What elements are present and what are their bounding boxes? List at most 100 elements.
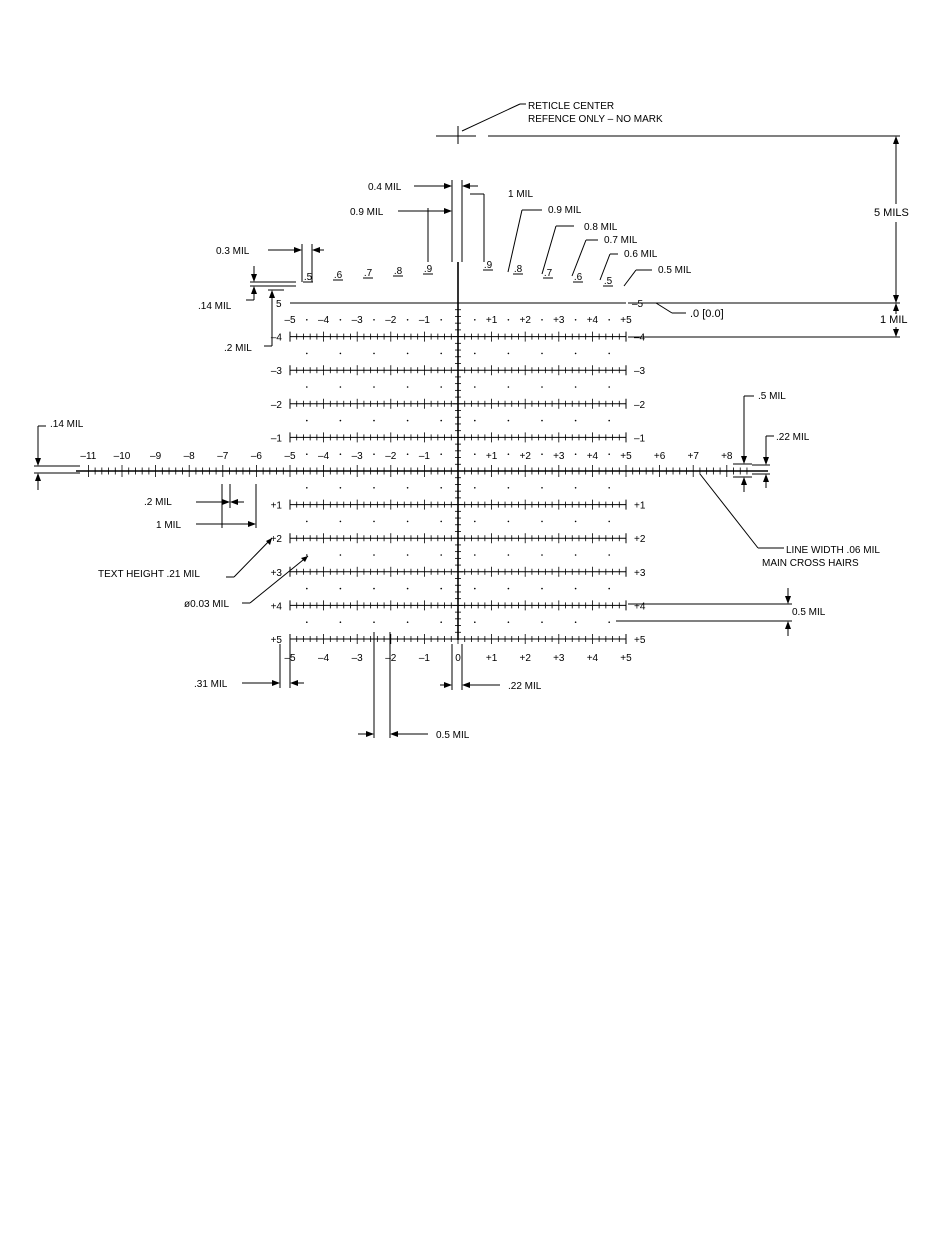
holdover-dot [608,520,610,523]
holdover-dot [507,386,510,388]
holdover-dot [339,352,342,355]
holdover-dot [474,319,476,321]
stair-left-mark: .7 [364,268,373,279]
holdover-dot [306,319,308,321]
holdover-dot [339,520,342,523]
main-scale-number: +2 [519,451,531,462]
holdover-dot [474,520,476,523]
arrowheads [35,136,899,737]
row-label-right: +1 [634,501,646,512]
holdover-dot [406,352,409,355]
label-p2-mil-top: .2 MIL [224,343,252,354]
main-scale-number: +4 [587,451,599,462]
label-p22-mil-bottom: .22 MIL [508,681,542,692]
holdover-dot [406,554,409,556]
top-scale-number: –4 [318,315,330,326]
holdover-dot [373,419,375,422]
holdover-dot [574,386,577,388]
row-label-left: +4 [271,601,283,612]
holdover-dot [507,621,510,623]
holdover-dot [474,554,476,556]
label-p22-mil-right: .22 MIL [776,432,810,443]
holdover-dot [507,319,510,321]
holdover-dot [373,587,375,590]
holdover-dot [474,621,476,623]
holdover-dot [373,386,375,388]
holdover-dot [306,587,308,590]
label-reference-only: REFENCE ONLY – NO MARK [528,114,663,125]
holdover-dot [541,520,543,523]
holdover-dot [406,453,409,456]
holdover-dot [306,520,308,523]
bottom-scale-number: +3 [553,653,565,664]
main-scale-number: –5 [284,451,296,462]
bottom-scale-number: 0 [455,653,461,664]
holdover-dot [440,621,443,623]
holdover-dot [306,352,308,355]
holdover-dot [339,487,342,489]
holdover-dot [574,352,577,355]
reticle-graphics: .5.6.7.8.9.9.8.7.6.5–4–3–2–1+1+2+3+4+5–4… [76,260,768,664]
holdover-dot [339,453,342,456]
label-main-cross-hairs: MAIN CROSS HAIRS [762,558,859,569]
stair-left-mark: .9 [424,264,433,275]
label-line-width: LINE WIDTH .06 MIL [786,545,880,556]
holdover-dot [574,587,577,590]
label-five-mils: 5 MILS [874,207,909,219]
label-text-height: TEXT HEIGHT .21 MIL [98,569,200,580]
label-p2-mil-mid: .2 MIL [144,497,172,508]
holdover-dot [306,419,308,422]
row-label-left: –4 [271,333,283,344]
label-half-mil-right: 0.5 MIL [792,607,826,618]
holdover-dot [574,554,577,556]
bottom-scale-number: +2 [519,653,531,664]
holdover-dot [574,419,577,422]
stair-left-mark: .5 [304,272,313,283]
holdover-dot [574,520,577,523]
holdover-dot [440,419,443,422]
row-label-right: +2 [634,534,646,545]
holdover-dot [507,487,510,489]
holdover-dot [440,554,443,556]
holdover-dot [306,487,308,489]
label-p14-mil-top: .14 MIL [198,301,232,312]
holdover-dot [339,587,342,590]
holdover-dot [608,419,610,422]
holdover-dot [541,419,543,422]
holdover-dot [440,520,443,523]
holdover-dot [541,487,543,489]
holdover-dot [373,319,375,321]
bottom-scale-number: +1 [486,653,498,664]
row-label-left: +2 [271,534,283,545]
holdover-dot [541,453,543,456]
row-label-left: –2 [271,400,283,411]
main-right-number: +7 [687,451,699,462]
bottom-scale-number: –4 [318,653,330,664]
holdover-dot [440,587,443,590]
holdover-dot [541,587,543,590]
holdover-dot [373,621,375,623]
holdover-dot [541,621,543,623]
main-scale-number: +5 [620,451,632,462]
row-label-right: +3 [634,568,646,579]
holdover-dot [574,453,577,456]
holdover-dot [406,520,409,523]
holdover-dot [406,621,409,623]
holdover-dot [306,386,308,388]
row-label-right: –3 [634,366,646,377]
holdover-dot [474,352,476,355]
holdover-dot [440,453,443,456]
label-reticle-center: RETICLE CENTER [528,101,614,112]
holdover-dot [406,487,409,489]
stair-left-mark: .6 [334,270,343,281]
label-stair-1: 0.9 MIL [548,205,582,216]
top-scale-number: +2 [519,315,531,326]
label-p9-mil: 0.9 MIL [350,207,384,218]
label-top-left-five: 5 [276,299,282,310]
holdover-dot [507,587,510,590]
holdover-dot [574,487,577,489]
holdover-dot [440,386,443,388]
row-label-left: –3 [271,366,283,377]
holdover-dot [440,487,443,489]
